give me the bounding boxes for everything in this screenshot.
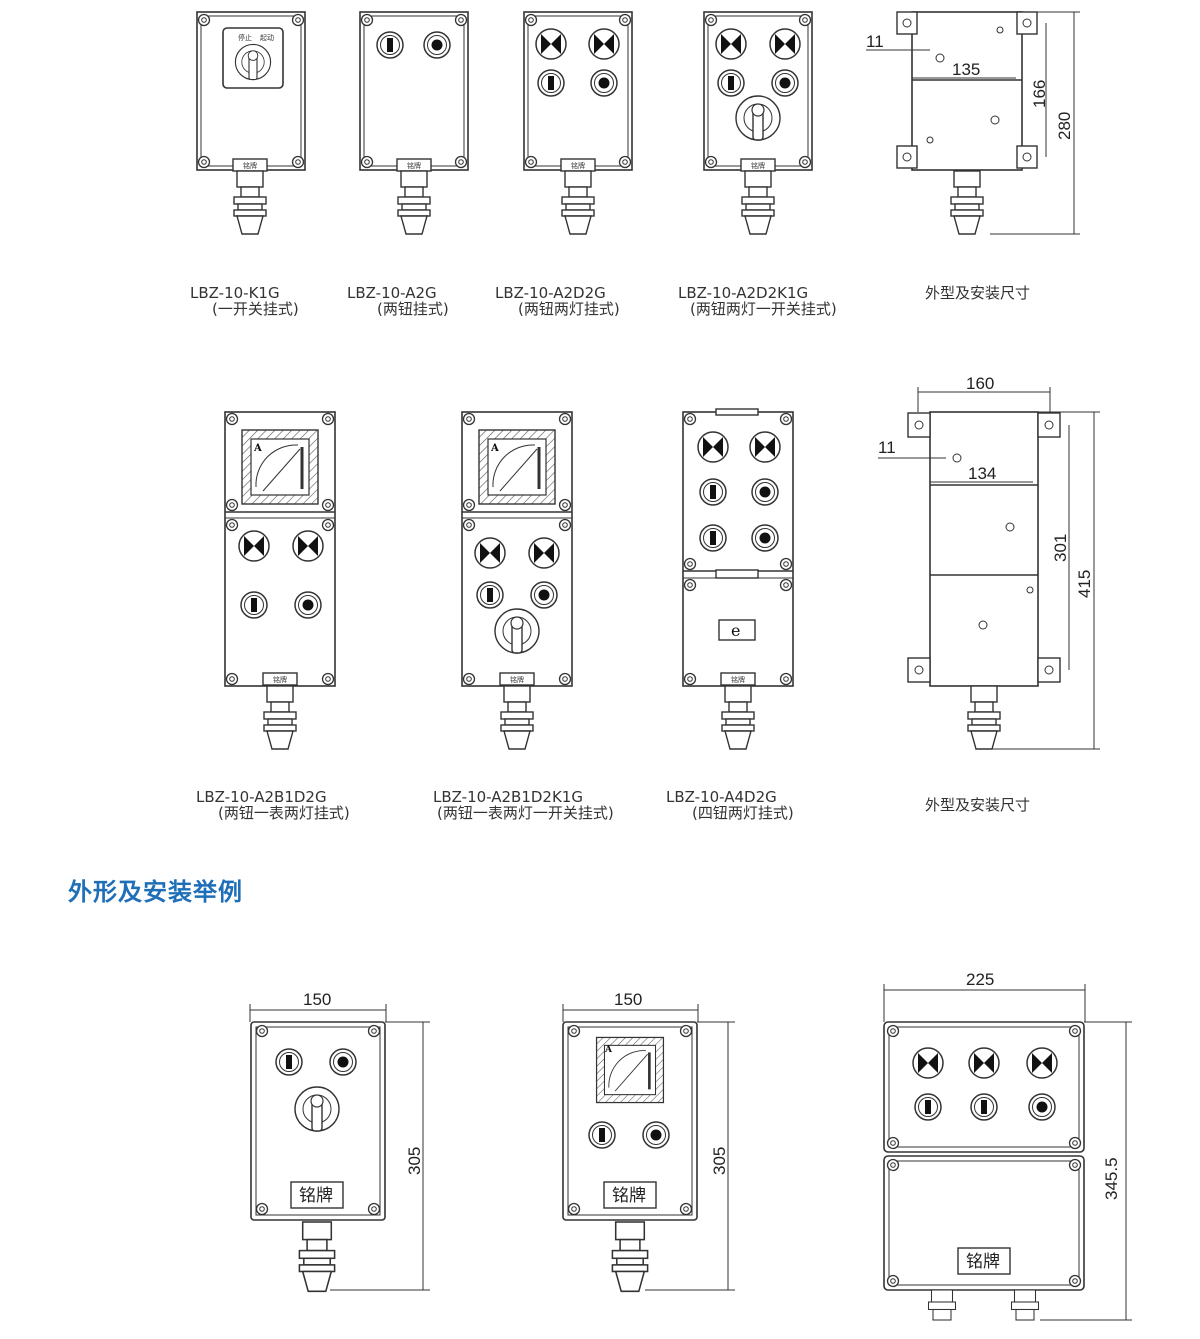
product-desc: (两钮两灯挂式) bbox=[518, 300, 620, 318]
product-desc: (两钮挂式) bbox=[377, 300, 449, 318]
nameplate-label: 铭牌 bbox=[571, 161, 585, 170]
product-model: LBZ-10-A2B1D2K1G bbox=[433, 788, 583, 806]
meter-unit: A bbox=[604, 1045, 613, 1055]
nameplate-label: 铭牌 bbox=[299, 1186, 333, 1206]
nameplate-label: 铭牌 bbox=[510, 675, 524, 684]
dimension-11: 11 bbox=[878, 438, 896, 457]
outline-caption: 外型及安装尺寸 bbox=[925, 284, 1030, 302]
outline-drawing-2: 160 134 11 301 415 bbox=[878, 374, 1100, 750]
section-title: 外形及安装举例 bbox=[68, 878, 243, 906]
dimension-11: 11 bbox=[866, 32, 884, 51]
nameplate-label: 铭牌 bbox=[243, 161, 257, 170]
nameplate-label: 铭牌 bbox=[966, 1252, 1000, 1272]
nameplate-label: 铭牌 bbox=[612, 1186, 646, 1206]
product-lbz-10-k1g-drawing: 停止 起动 铭牌 bbox=[196, 11, 306, 235]
dimension-166: 166 bbox=[1030, 80, 1049, 108]
meter-unit: A bbox=[253, 443, 262, 454]
product-model: LBZ-10-A2B1D2G bbox=[196, 788, 327, 806]
nameplate-label: 铭牌 bbox=[731, 675, 745, 684]
product-lbz-10-a2b1d2k1g-drawing: A 铭牌 bbox=[461, 411, 573, 750]
ex-e-mark: e bbox=[731, 621, 740, 640]
meter-unit: A bbox=[490, 443, 499, 454]
dimension-135: 135 bbox=[952, 60, 980, 79]
product-desc: (四钮两灯挂式) bbox=[692, 804, 794, 822]
product-model: LBZ-10-A2D2K1G bbox=[678, 284, 808, 302]
product-lbz-10-a2b1d2g-drawing: A 铭牌 bbox=[224, 411, 336, 750]
product-model: LBZ-10-A2G bbox=[347, 284, 437, 302]
product-model: LBZ-10-A4D2G bbox=[666, 788, 777, 806]
example-2-drawing: 150 A 铭牌 305 bbox=[562, 990, 735, 1293]
dimension-301: 301 bbox=[1051, 534, 1070, 562]
dimension-height: 305 bbox=[405, 1147, 424, 1175]
product-desc: (一开关挂式) bbox=[212, 300, 299, 318]
example-3-drawing: 225 铭牌 345.5 bbox=[883, 970, 1132, 1321]
dimension-width: 225 bbox=[966, 970, 994, 989]
dimension-280: 280 bbox=[1055, 112, 1074, 140]
example-1-drawing: 150 铭牌 305 bbox=[249, 990, 430, 1293]
switch-label-stop: 停止 bbox=[238, 33, 252, 42]
dimension-height: 345.5 bbox=[1102, 1157, 1121, 1200]
dimension-height: 305 bbox=[710, 1147, 729, 1175]
product-model: LBZ-10-A2D2G bbox=[495, 284, 606, 302]
switch-label-start: 起动 bbox=[260, 33, 274, 42]
dimension-160: 160 bbox=[966, 374, 994, 393]
product-desc: (两钮一表两灯挂式) bbox=[218, 804, 350, 822]
dimension-width: 150 bbox=[614, 990, 642, 1009]
dimension-134: 134 bbox=[968, 464, 996, 483]
product-lbz-10-a2d2k1g-drawing: 铭牌 bbox=[703, 11, 813, 235]
nameplate-label: 铭牌 bbox=[751, 161, 765, 170]
product-lbz-10-a4d2g-drawing: e 铭牌 bbox=[682, 408, 794, 750]
nameplate-label: 铭牌 bbox=[407, 161, 421, 170]
product-model: LBZ-10-K1G bbox=[190, 284, 280, 302]
product-lbz-10-a2g-drawing: 铭牌 bbox=[359, 11, 469, 235]
outline-drawing-1: 135 11 166 280 bbox=[866, 11, 1080, 235]
dimension-width: 150 bbox=[303, 990, 331, 1009]
product-desc: (两钮一表两灯一开关挂式) bbox=[437, 804, 614, 822]
outline-caption: 外型及安装尺寸 bbox=[925, 796, 1030, 814]
dimension-415: 415 bbox=[1075, 570, 1094, 598]
product-lbz-10-a2d2g-drawing: 铭牌 bbox=[523, 11, 633, 235]
nameplate-label: 铭牌 bbox=[273, 675, 287, 684]
product-desc: (两钮两灯一开关挂式) bbox=[690, 300, 837, 318]
